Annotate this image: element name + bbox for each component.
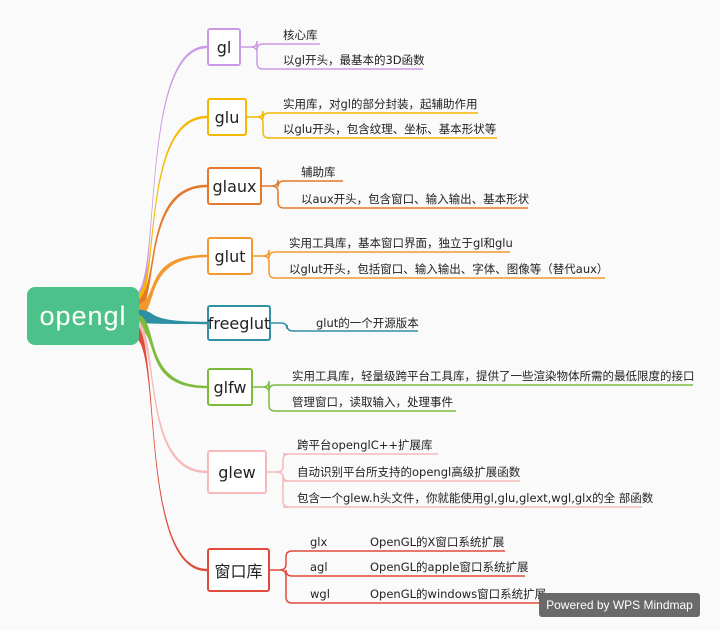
leaf-glu-1[interactable]: 实用库，对gl的部分封装，起辅助作用 [283, 97, 478, 111]
leaf-wgl-name[interactable]: wgl [310, 587, 330, 601]
leaf-glut-1[interactable]: 实用工具库，基本窗口界面，独立于gl和glu [289, 236, 513, 250]
leaf-gl-1[interactable]: 核心库 [283, 28, 318, 42]
node-glaux[interactable]: glaux [207, 167, 262, 205]
leaf-bracket-6 [267, 453, 290, 508]
leaf-bracket-3 [253, 249, 284, 279]
leaf-glew-3[interactable]: 包含一个glew.h头文件，你就能使用gl,glu,glext,wgl,glx的… [297, 491, 654, 505]
leaf-glew-1[interactable]: 跨平台openglC++扩展库 [297, 438, 433, 452]
root-node-opengl[interactable]: opengl [27, 287, 139, 345]
leaf-glfw-1[interactable]: 实用工具库，轻量级跨平台工具库，提供了一些渲染物体所需的最低限度的接口 [292, 369, 695, 383]
leaf-glaux-1[interactable]: 辅助库 [301, 165, 336, 179]
branch-link-2 [133, 184, 207, 316]
leaf-glaux-2[interactable]: 以aux开头，包含窗口、输入输出、基本形状 [301, 192, 530, 206]
node-glut[interactable]: glut [207, 237, 253, 275]
leaf-agl-desc: OpenGL的apple窗口系统扩展 [370, 560, 529, 574]
leaf-freeglut-1[interactable]: glut的一个开源版本 [316, 316, 419, 330]
leaf-wgl-desc: OpenGL的windows窗口系统扩展 [370, 587, 547, 601]
leaf-agl-name[interactable]: agl [310, 560, 328, 574]
leaf-glx-desc: OpenGL的X窗口系统扩展 [370, 535, 505, 549]
node-glew[interactable]: glew [207, 450, 267, 494]
leaf-bracket-2 [262, 179, 296, 209]
leaf-gl-2[interactable]: 以gl开头，最基本的3D函数 [283, 53, 425, 67]
node-window-libs[interactable]: 窗口库 [207, 548, 270, 592]
branch-link-4 [133, 309, 207, 325]
branch-link-0 [133, 45, 207, 310]
node-gl[interactable]: gl [207, 28, 241, 66]
leaf-bracket-7 [270, 550, 300, 604]
leaf-glx-name[interactable]: glx [310, 535, 328, 549]
leaf-bracket-4 [271, 322, 296, 332]
leaf-glfw-2[interactable]: 管理窗口，读取输入，处理事件 [292, 395, 453, 409]
branch-link-5 [133, 313, 207, 389]
node-glu[interactable]: glu [207, 98, 247, 136]
leaf-glu-2[interactable]: 以glu开头，包含纹理、坐标、基本形状等 [283, 122, 497, 136]
leaf-bracket-1 [247, 110, 278, 139]
leaf-bracket-5 [253, 380, 287, 412]
wps-watermark: Powered by WPS Mindmap [539, 593, 700, 617]
leaf-glut-2[interactable]: 以glut开头，包括窗口、输入输出、字体、图像等（替代aux） [289, 262, 609, 276]
leaf-glew-2[interactable]: 自动识别平台所支持的opengl高级扩展函数 [297, 465, 521, 479]
leaf-bracket-0 [241, 40, 278, 70]
node-freeglut[interactable]: freeglut [207, 305, 271, 341]
node-glfw[interactable]: glfw [207, 368, 253, 406]
